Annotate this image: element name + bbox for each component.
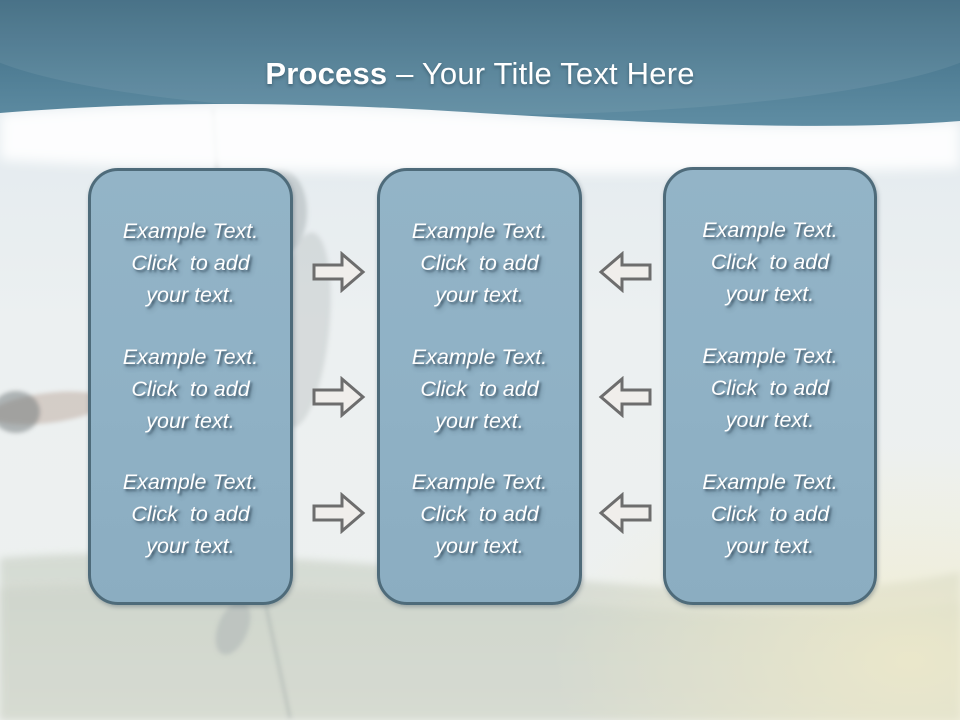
left-arrow-icon[interactable] xyxy=(598,492,652,534)
text-line: your text. xyxy=(725,408,815,432)
text-line: Example Text. xyxy=(122,219,259,243)
process-box-left[interactable]: Example Text. Click to add your text. Ex… xyxy=(88,168,293,605)
text-line: your text. xyxy=(435,408,524,433)
text-placeholder[interactable]: Example Text. Click to add your text. xyxy=(95,215,286,311)
text-placeholder[interactable]: Example Text. Click to add your text. xyxy=(384,341,575,437)
text-placeholder[interactable]: Example Text. Click to add your text. xyxy=(95,341,286,437)
text-placeholder[interactable]: Example Text. Click to add your text. xyxy=(670,214,870,310)
text-line: your text. xyxy=(435,283,524,307)
text-line: Example Text. xyxy=(702,470,838,494)
text-line: Example Text. xyxy=(122,344,259,369)
text-line: Click to add xyxy=(710,502,830,526)
rope-line-lower xyxy=(265,605,291,719)
slide-title[interactable]: Process – Your Title Text Here xyxy=(0,56,960,92)
text-placeholder[interactable]: Example Text. Click to add your text. xyxy=(384,215,575,311)
right-arrow-icon[interactable] xyxy=(312,251,366,293)
text-line: your text. xyxy=(435,534,524,558)
process-box-right[interactable]: Example Text. Click to add your text. Ex… xyxy=(663,167,877,605)
text-line: Click to add xyxy=(710,376,830,400)
text-line: Example Text. xyxy=(702,218,838,242)
text-line: Click to add xyxy=(131,376,250,401)
text-placeholder[interactable]: Example Text. Click to add your text. xyxy=(670,466,870,562)
text-line: your text. xyxy=(725,534,815,558)
left-arrow-icon[interactable] xyxy=(598,376,652,418)
climber-boot xyxy=(0,391,40,433)
text-line: your text. xyxy=(146,283,235,307)
text-line: Click to add xyxy=(420,502,539,526)
text-line: Click to add xyxy=(131,251,250,275)
text-line: Example Text. xyxy=(411,219,548,243)
text-placeholder[interactable]: Example Text. Click to add your text. xyxy=(670,340,870,436)
text-placeholder[interactable]: Example Text. Click to add your text. xyxy=(384,466,575,562)
right-arrow-icon[interactable] xyxy=(312,376,366,418)
text-line: your text. xyxy=(146,534,235,558)
left-arrow-icon[interactable] xyxy=(598,251,652,293)
process-box-middle[interactable]: Example Text. Click to add your text. Ex… xyxy=(377,168,582,605)
right-arrow-icon[interactable] xyxy=(312,492,366,534)
title-emphasis: Process xyxy=(265,56,388,91)
text-line: Example Text. xyxy=(122,470,259,494)
text-line: Example Text. xyxy=(411,344,548,369)
text-line: Click to add xyxy=(131,502,250,526)
text-line: Click to add xyxy=(420,376,539,401)
text-line: Example Text. xyxy=(411,470,548,494)
text-line: your text. xyxy=(725,282,815,306)
text-line: Example Text. xyxy=(702,344,838,368)
title-rest: – Your Title Text Here xyxy=(387,56,695,91)
text-line: Click to add xyxy=(710,250,830,274)
text-line: Click to add xyxy=(420,251,539,275)
text-placeholder[interactable]: Example Text. Click to add your text. xyxy=(95,466,286,562)
text-line: your text. xyxy=(146,408,235,433)
climber-foot xyxy=(215,601,251,655)
